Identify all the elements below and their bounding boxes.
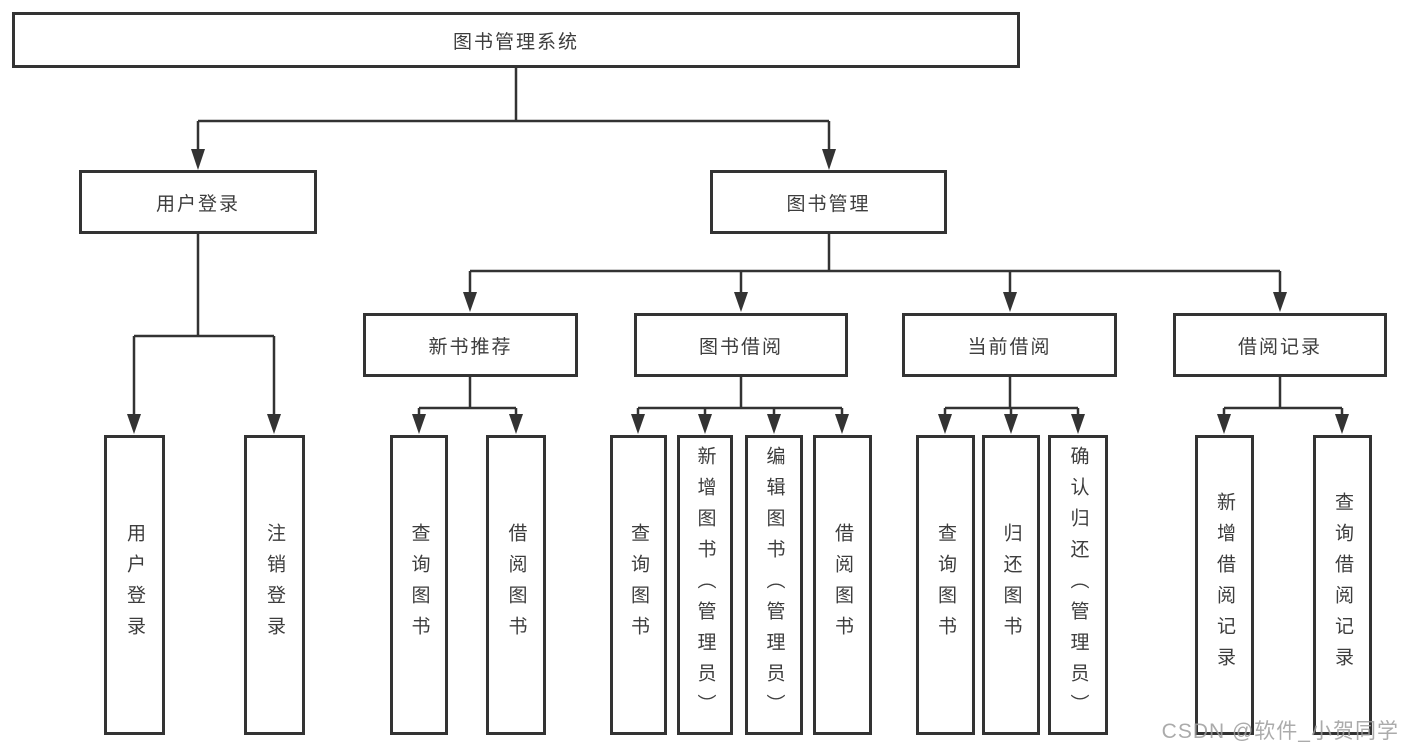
leaf-add-book-admin: 新增图书（管理员） [677, 435, 733, 735]
node-current-borrow: 当前借阅 [902, 313, 1117, 377]
leaf-user-login-label: 用户登录 [124, 523, 145, 647]
node-book-borrow: 图书借阅 [634, 313, 848, 377]
node-borrow-record: 借阅记录 [1173, 313, 1387, 377]
arrowheads [127, 149, 1349, 434]
node-book-management-label: 图书管理 [786, 193, 871, 215]
node-root-label: 图书管理系统 [452, 31, 579, 53]
leaf-confirm-return-admin-label: 确认归还（管理员） [1067, 445, 1089, 725]
node-new-book-recommend: 新书推荐 [363, 313, 578, 377]
leaf-query-books-2-label: 查询图书 [628, 523, 649, 647]
node-new-book-recommend-label: 新书推荐 [428, 336, 513, 358]
leaf-query-books-1: 查询图书 [390, 435, 448, 735]
leaf-add-book-admin-label: 新增图书（管理员） [694, 445, 716, 725]
leaf-borrow-books-1: 借阅图书 [486, 435, 546, 735]
leaf-edit-book-admin-label: 编辑图书（管理员） [763, 445, 785, 725]
connector-paths [132, 68, 1344, 414]
leaf-edit-book-admin: 编辑图书（管理员） [745, 435, 803, 735]
leaf-logout: 注销登录 [244, 435, 305, 735]
leaf-logout-label: 注销登录 [264, 523, 285, 647]
leaf-confirm-return-admin: 确认归还（管理员） [1048, 435, 1108, 735]
leaf-query-borrow-record-label: 查询借阅记录 [1332, 492, 1353, 678]
leaf-borrow-books-2-label: 借阅图书 [832, 523, 853, 647]
leaf-add-borrow-record-label: 新增借阅记录 [1214, 492, 1235, 678]
leaf-add-borrow-record: 新增借阅记录 [1195, 435, 1254, 735]
leaf-query-borrow-record: 查询借阅记录 [1313, 435, 1372, 735]
node-book-borrow-label: 图书借阅 [698, 336, 783, 358]
node-user-login: 用户登录 [79, 170, 317, 234]
csdn-watermark: CSDN @软件_小贺同学 [1161, 720, 1399, 743]
node-root-system: 图书管理系统 [12, 12, 1020, 68]
leaf-query-books-2: 查询图书 [610, 435, 667, 735]
node-book-management: 图书管理 [710, 170, 947, 234]
node-borrow-record-label: 借阅记录 [1237, 336, 1322, 358]
leaf-query-books-3: 查询图书 [916, 435, 975, 735]
leaf-borrow-books-1-label: 借阅图书 [505, 523, 527, 647]
leaf-return-book: 归还图书 [982, 435, 1040, 735]
node-user-login-label: 用户登录 [155, 193, 240, 215]
leaf-query-books-3-label: 查询图书 [935, 523, 956, 647]
node-current-borrow-label: 当前借阅 [967, 336, 1052, 358]
leaf-return-book-label: 归还图书 [1000, 523, 1022, 647]
leaf-user-login: 用户登录 [104, 435, 165, 735]
leaf-borrow-books-2: 借阅图书 [813, 435, 872, 735]
leaf-query-books-1-label: 查询图书 [408, 523, 430, 647]
